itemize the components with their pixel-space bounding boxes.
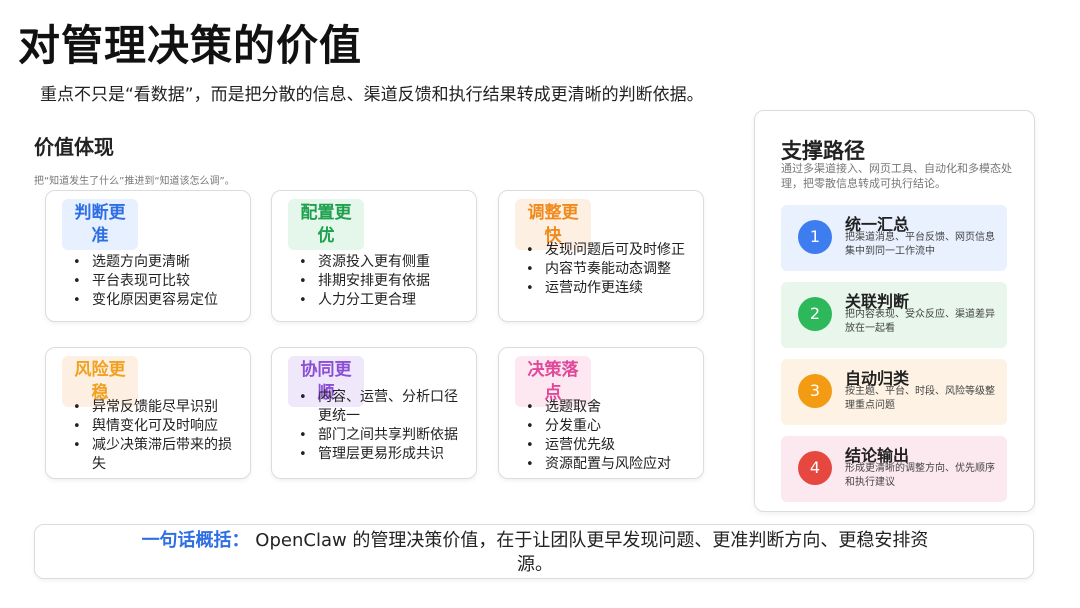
step-card: 2 关联判断 把内容表现、受众反应、渠道差异放在一起看 <box>781 282 1007 348</box>
step-desc: 把内容表现、受众反应、渠道差异放在一起看 <box>845 309 995 334</box>
page-subtitle: 重点不只是“看数据”，而是把分散的信息、渠道反馈和执行结果转成更清晰的判断依据。 <box>40 85 704 105</box>
value-card-adjustment: 调整更快 发现问题后可及时修正 内容节奏能动态调整 运营动作更连续 <box>498 190 704 322</box>
step-card: 4 结论输出 形成更清晰的调整方向、优先顺序和执行建议 <box>781 436 1007 502</box>
support-panel: 支撑路径 通过多渠道接入、网页工具、自动化和多模态处理，把零散信息转成可执行结论… <box>754 110 1035 512</box>
list-item: 运营优先级 <box>519 436 697 455</box>
summary-text: 一句话概括： OpenClaw 的管理决策价值，在于让团队更早发现问题、更准判断… <box>125 529 945 577</box>
page-title: 对管理决策的价值 <box>18 21 363 70</box>
list-item: 舆情变化可及时响应 <box>66 417 244 436</box>
list-item: 内容、运营、分析口径更统一 <box>292 388 470 426</box>
card-title: 配置更优 <box>288 199 364 250</box>
list-item: 减少决策滞后带来的损失 <box>66 436 244 474</box>
step-title: 结论输出 <box>845 446 910 465</box>
step-number-badge: 3 <box>798 374 832 408</box>
value-card-risk: 风险更稳 异常反馈能尽早识别 舆情变化可及时响应 减少决策滞后带来的损失 <box>45 347 251 479</box>
list-item: 发现问题后可及时修正 <box>519 241 697 260</box>
list-item: 平台表现可比较 <box>66 272 244 291</box>
step-title: 关联判断 <box>845 292 910 311</box>
list-item: 分发重心 <box>519 417 697 436</box>
value-card-allocation: 配置更优 资源投入更有侧重 排期安排更有依据 人力分工更合理 <box>271 190 477 322</box>
list-item: 选题取舍 <box>519 398 697 417</box>
list-item: 排期安排更有依据 <box>292 272 470 291</box>
step-number-badge: 2 <box>798 297 832 331</box>
list-item: 变化原因更容易定位 <box>66 291 244 310</box>
list-item: 资源投入更有侧重 <box>292 253 470 272</box>
step-desc: 形成更清晰的调整方向、优先顺序和执行建议 <box>845 463 995 488</box>
value-section-subtitle: 把“知道发生了什么”推进到“知道该怎么调”。 <box>34 176 235 187</box>
summary-bar: 一句话概括： OpenClaw 的管理决策价值，在于让团队更早发现问题、更准判断… <box>34 524 1034 579</box>
value-card-collaboration: 协同更顺 内容、运营、分析口径更统一 部门之间共享判断依据 管理层更易形成共识 <box>271 347 477 479</box>
step-desc: 把渠道消息、平台反馈、网页信息集中到同一工作流中 <box>845 232 995 257</box>
summary-label: 一句话概括： <box>141 530 250 551</box>
step-title: 自动归类 <box>845 369 910 388</box>
list-item: 管理层更易形成共识 <box>292 445 470 464</box>
support-title: 支撑路径 <box>781 139 865 163</box>
list-item: 异常反馈能尽早识别 <box>66 398 244 417</box>
step-number-badge: 1 <box>798 220 832 254</box>
step-desc: 按主题、平台、时段、风险等级整理重点问题 <box>845 386 995 411</box>
list-item: 运营动作更连续 <box>519 279 697 298</box>
value-section-title: 价值体现 <box>34 135 114 159</box>
card-title: 判断更准 <box>62 199 138 250</box>
step-card: 3 自动归类 按主题、平台、时段、风险等级整理重点问题 <box>781 359 1007 425</box>
step-title: 统一汇总 <box>845 215 910 234</box>
list-item: 人力分工更合理 <box>292 291 470 310</box>
step-number-badge: 4 <box>798 451 832 485</box>
summary-body: OpenClaw 的管理决策价值，在于让团队更早发现问题、更准判断方向、更稳安排… <box>255 530 929 575</box>
list-item: 内容节奏能动态调整 <box>519 260 697 279</box>
value-card-decision-points: 决策落点 选题取舍 分发重心 运营优先级 资源配置与风险应对 <box>498 347 704 479</box>
list-item: 部门之间共享判断依据 <box>292 426 470 445</box>
step-card: 1 统一汇总 把渠道消息、平台反馈、网页信息集中到同一工作流中 <box>781 205 1007 271</box>
list-item: 资源配置与风险应对 <box>519 455 697 474</box>
support-desc: 通过多渠道接入、网页工具、自动化和多模态处理，把零散信息转成可执行结论。 <box>781 162 1012 190</box>
list-item: 选题方向更清晰 <box>66 253 244 272</box>
value-card-judgement: 判断更准 选题方向更清晰 平台表现可比较 变化原因更容易定位 <box>45 190 251 322</box>
